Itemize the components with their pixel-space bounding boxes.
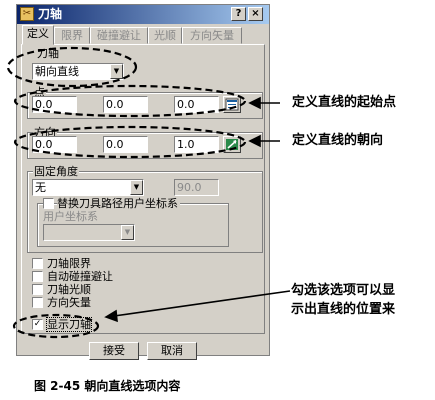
annotation-show-line-2: 示出直线的位置来 [291,302,396,317]
window-title: 刀轴 [38,7,63,21]
arrow-left-icon [248,96,261,110]
fixed-angle-group [27,171,263,253]
axis-select[interactable]: 朝向直线 ▼ [32,63,124,80]
annotation-start-point: 定义直线的起始点 [292,95,397,110]
annotation-show-line: 勾选该选项可以显 [291,283,396,298]
tab-define[interactable]: 定义 [22,25,54,45]
option-tool-axis-limits-label: 刀轴限界 [47,257,91,270]
option-tool-axis-limits-checkbox[interactable] [32,258,43,269]
option-auto-collision-label: 自动碰撞避让 [47,270,113,283]
direction-callout-ellipse [13,125,247,159]
close-button[interactable]: × [248,7,263,21]
fixed-angle-value: 无 [35,181,46,194]
direction-y-field[interactable]: 0.0 [103,136,148,153]
ucs-label: 用户坐标系 [43,210,98,223]
option-show-tool-axis-checkbox[interactable]: ✓ [32,319,43,330]
point-label: 点 [33,86,46,99]
help-button[interactable]: ? [231,7,246,21]
option-auto-collision-checkbox[interactable] [32,271,43,282]
tab-smoothing[interactable]: 光顺 [148,27,182,44]
direction-group [27,132,263,159]
option-direction-vector-checkbox[interactable] [32,297,43,308]
vector-direction-icon [226,139,238,150]
direction-z-field[interactable]: 1.0 [174,136,219,153]
show-axis-callout-ellipse [12,313,100,339]
point-group [27,92,263,119]
direction-x-field[interactable]: 0.0 [32,136,77,153]
tab-collision-avoidance[interactable]: 碰撞避让 [90,27,148,44]
direction-picker-button[interactable] [223,136,241,153]
check-icon: ✓ [33,319,42,329]
fixed-angle-select[interactable]: 无 ▼ [32,179,144,196]
accept-button[interactable]: 接受 [89,342,139,360]
ucs-select: ▼ [43,224,135,241]
tab-limits[interactable]: 限界 [54,27,90,44]
option-axis-smoothing-checkbox[interactable] [32,284,43,295]
arrow-left-icon [104,309,118,323]
define-panel [21,44,265,334]
tab-direction-vector[interactable]: 方向矢量 [182,27,242,44]
chevron-down-icon[interactable]: ▼ [130,180,143,195]
cancel-button[interactable]: 取消 [147,342,197,360]
replace-ucs-label: 替换刀具路径用户坐标系 [57,197,180,210]
point-z-field[interactable]: 0.0 [174,96,219,113]
figure-caption: 图 2-45 朝向直线选项内容 [34,379,181,393]
app-icon: ✂ [20,7,34,21]
option-direction-vector-label: 方向矢量 [47,296,91,309]
point-callout-ellipse [13,84,247,118]
fixed-angle-degree-field: 90.0 [174,179,219,196]
annotation-direction: 定义直线的朝向 [292,133,384,148]
point-y-field[interactable]: 0.0 [103,96,148,113]
chevron-down-icon[interactable]: ▼ [110,64,123,79]
fixed-angle-label: 固定角度 [33,165,79,178]
option-axis-smoothing-label: 刀轴光顺 [47,283,91,296]
title-bar[interactable]: ✂ 刀轴 ? × [17,5,269,24]
point-x-field[interactable]: 0.0 [32,96,77,113]
chevron-down-icon: ▼ [121,225,134,240]
axis-callout-ellipse [6,46,138,88]
axis-select-value: 朝向直线 [35,65,79,78]
option-show-tool-axis-label: 显示刀轴 [46,317,92,332]
tool-axis-dialog: ✂ 刀轴 ? × 定义 限界 碰撞避让 光顺 方向矢量 刀轴 朝向直线 ▼ 点 … [16,4,270,360]
replace-ucs-checkbox[interactable] [43,198,54,209]
arrow-left-icon [248,134,261,148]
